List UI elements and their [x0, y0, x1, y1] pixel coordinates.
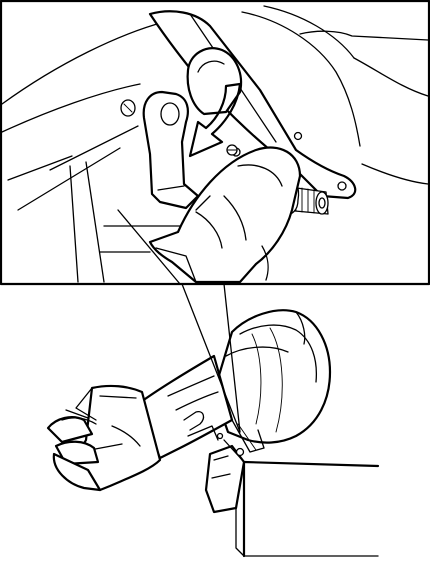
outboard-motor-view [48, 310, 378, 556]
detail-inset [1, 1, 429, 284]
screw-head [121, 100, 135, 116]
propeller [48, 410, 100, 490]
engine-cowling [214, 310, 330, 442]
small-bolt [227, 145, 237, 155]
transom-panel [236, 462, 378, 556]
